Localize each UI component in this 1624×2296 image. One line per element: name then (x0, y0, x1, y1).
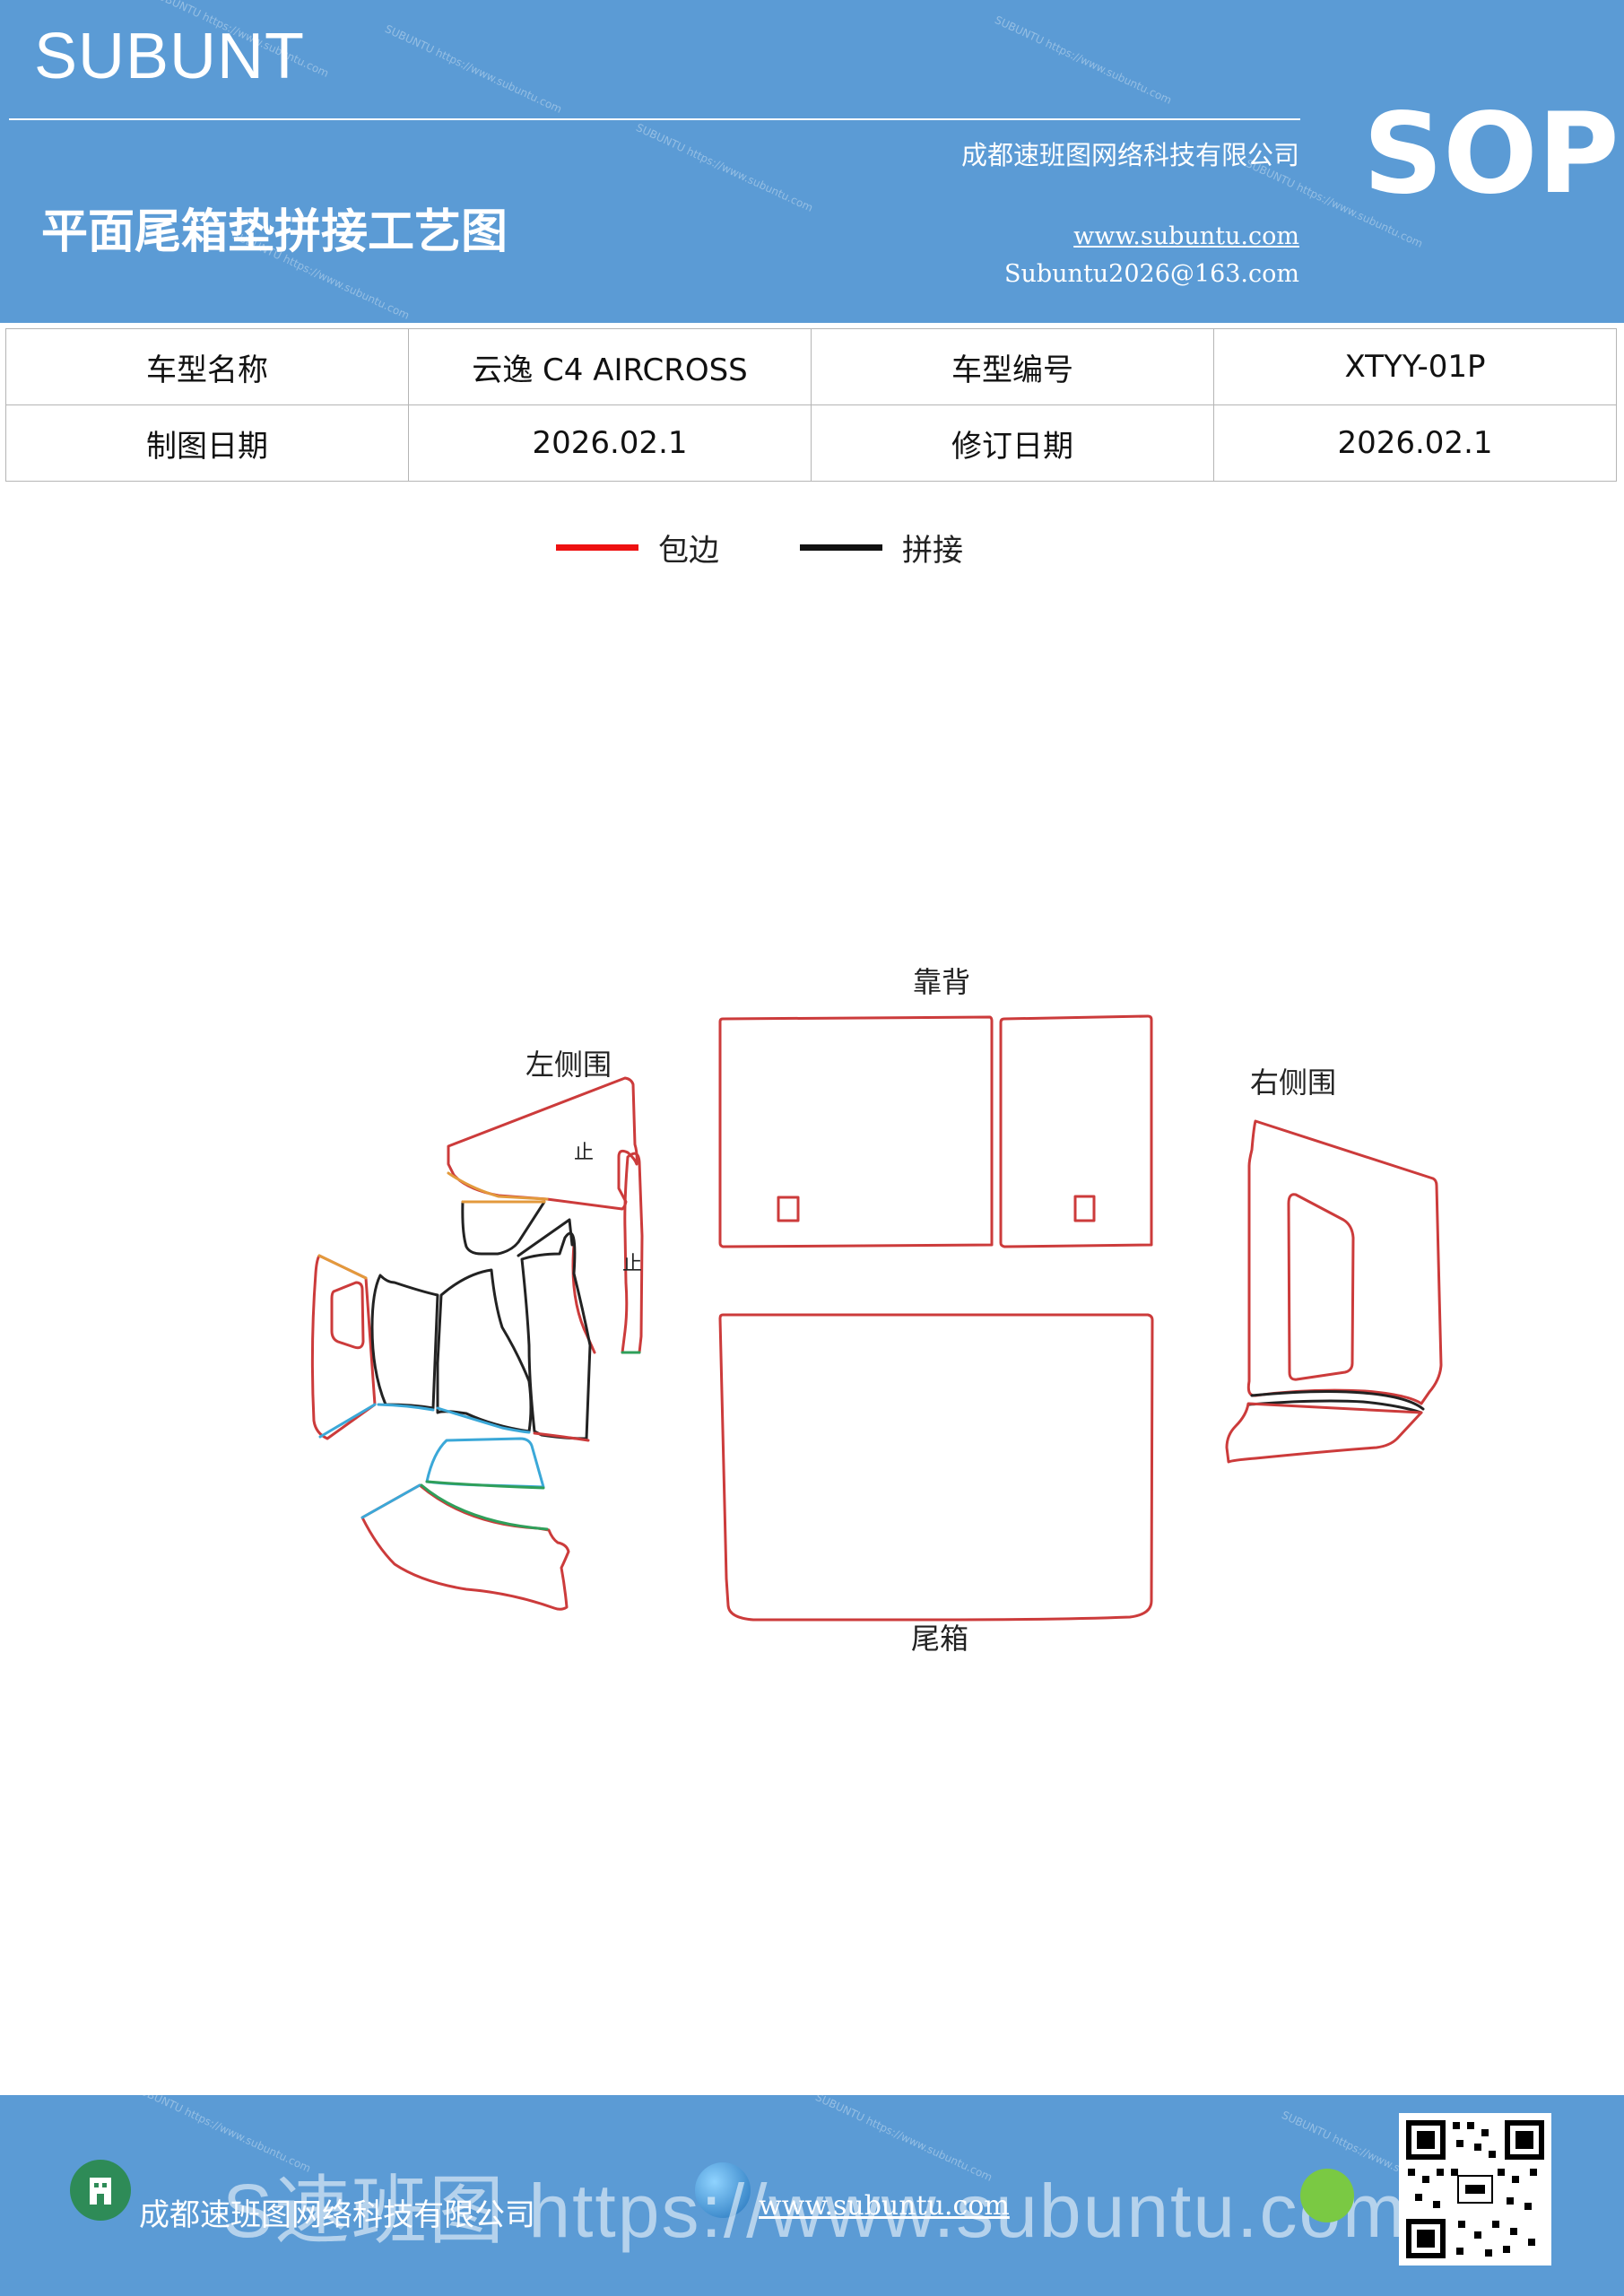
left-outer-top-edge (317, 1254, 368, 1280)
website-link[interactable]: www.subuntu.com (1073, 222, 1299, 250)
left-bottom-top-edge (360, 1483, 421, 1519)
legend-swatch-red (556, 544, 638, 551)
left-lower-edge (533, 1431, 590, 1442)
legend-item-edge: 包边 (556, 525, 719, 570)
left-trapezoid-bottom (425, 1480, 545, 1490)
backrest-left-panel (718, 1015, 994, 1248)
left-arc-edge (571, 1243, 596, 1354)
stop-mark: 止 (574, 1142, 594, 1164)
left-bottom-seam (420, 1483, 549, 1531)
right-side-panel (1246, 1119, 1443, 1405)
legend-swatch-black (800, 544, 882, 551)
label-trunk: 尾箱 (911, 1622, 968, 1656)
company-name: 成都速班图网络科技有限公司 (960, 140, 1299, 170)
legend-label: 包边 (658, 532, 719, 569)
right-side-lower-strip (1225, 1402, 1423, 1464)
label-left-side: 左侧围 (525, 1048, 612, 1082)
left-bottom-curved-panel (360, 1483, 570, 1611)
right-side-cutout (1287, 1193, 1355, 1381)
table-cell: 云逸 C4 AIRCROSS (408, 328, 812, 405)
right-side-seam (1247, 1399, 1423, 1414)
globe-icon (695, 2162, 751, 2218)
stop-mark: 止 (622, 1253, 642, 1275)
header-divider (9, 118, 1300, 120)
left-upper-connector (517, 1218, 574, 1257)
table-cell: XTYY-01P (1213, 328, 1617, 405)
left-seam-panel (370, 1274, 439, 1410)
backrest-right-hole (1073, 1195, 1096, 1222)
table-cell: 制图日期 (5, 404, 409, 482)
trunk-floor-panel (718, 1313, 1154, 1622)
table-cell: 2026.02.1 (408, 404, 812, 482)
table-cell: 车型名称 (5, 328, 409, 405)
left-top-strip-edge (447, 1171, 549, 1201)
table-row: 制图日期 2026.02.1 修订日期 2026.02.1 (5, 404, 1617, 482)
left-lower-edge (377, 1403, 435, 1412)
legend-item-seam: 拼接 (800, 525, 963, 570)
sop-badge: SOP (1363, 90, 1620, 219)
header-banner: SUBUNTU https://www.subuntu.com SUBUNTU … (0, 0, 1624, 323)
backrest-right-panel (999, 1014, 1153, 1248)
table-cell: 2026.02.1 (1213, 404, 1617, 482)
label-backrest: 靠背 (913, 965, 970, 999)
legend-label: 拼接 (902, 532, 963, 569)
backrest-left-hole (777, 1196, 800, 1222)
left-vertical-strip (621, 1152, 644, 1354)
qr-code-icon[interactable] (1399, 2113, 1551, 2266)
footer-banner: SUBUNTU https://www.subuntu.com SUBUNTU … (0, 2095, 1624, 2296)
wechat-icon[interactable] (1300, 2169, 1354, 2222)
building-icon (70, 2160, 131, 2221)
footer-website-link[interactable]: www.subuntu.com (759, 2190, 1010, 2222)
email-address: Subuntu2026@163.com (1004, 260, 1299, 288)
left-upper-small-panel (461, 1200, 546, 1256)
footer-watermark-overlay: S速班图 https://www.subuntu.com (222, 2169, 1408, 2253)
page-title: 平面尾箱垫拼接工艺图 (41, 204, 508, 259)
left-outer-cutout (330, 1281, 365, 1350)
watermark-text: SUBUNTU https://www.subuntu.com (993, 13, 1174, 107)
left-seam-panel (436, 1268, 533, 1433)
table-row: 车型名称 云逸 C4 AIRCROSS 车型编号 XTYY-01P (5, 328, 1617, 405)
table-cell: 修订日期 (811, 404, 1214, 482)
left-trapezoid-panel (425, 1437, 545, 1489)
brand-logo-text: SUBUNT (34, 21, 306, 92)
watermark-text: SUBUNTU https://www.subuntu.com (634, 121, 815, 214)
left-outer-bottom-edge (318, 1403, 377, 1439)
watermark-text: SUBUNTU https://www.subuntu.com (383, 22, 564, 116)
footer-company-name: 成都速班图网络科技有限公司 (139, 2197, 535, 2233)
right-side-seam (1250, 1390, 1425, 1411)
left-lower-edge (436, 1406, 531, 1434)
left-seam-panel (520, 1231, 592, 1440)
label-right-side: 右侧围 (1250, 1065, 1336, 1100)
trunk-mat-diagram: 靠背 左侧围 右侧围 尾箱 止 止 (310, 965, 1443, 1656)
vehicle-info-table: 车型名称 云逸 C4 AIRCROSS 车型编号 XTYY-01P 制图日期 2… (5, 328, 1617, 482)
table-cell: 车型编号 (811, 328, 1214, 405)
